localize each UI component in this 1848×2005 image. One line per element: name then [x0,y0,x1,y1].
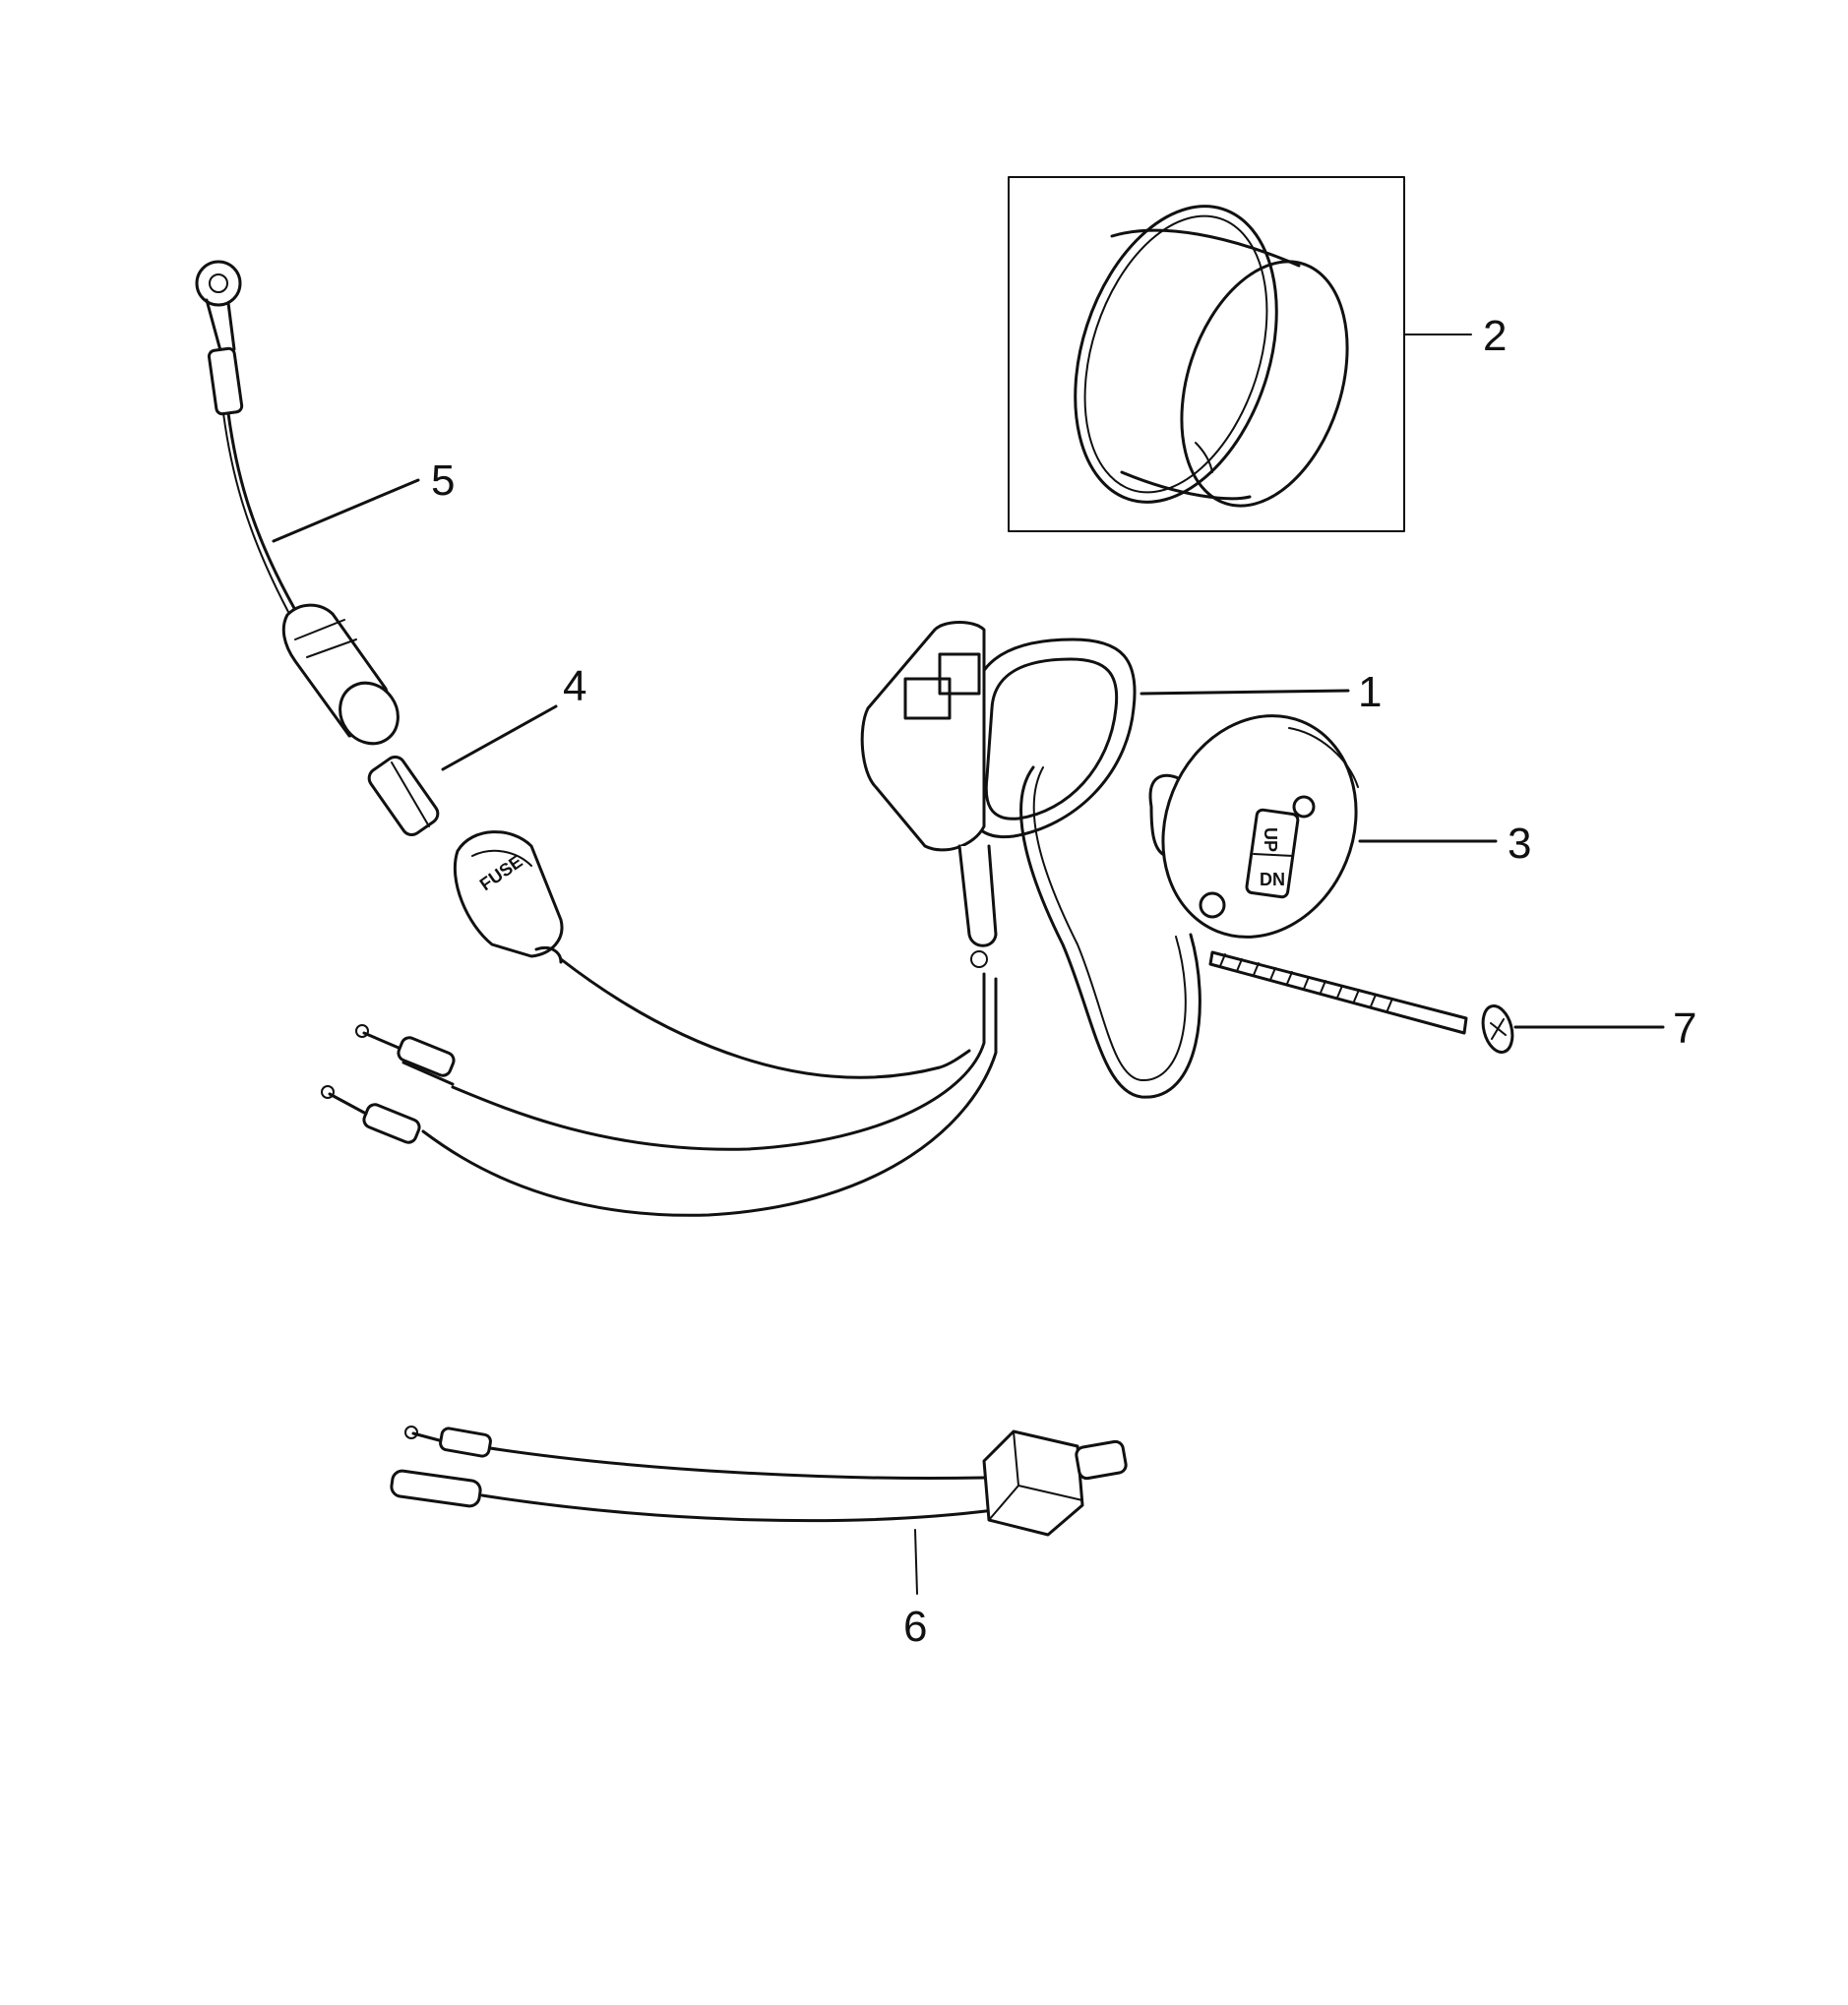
sleeve-front-opening [1180,260,1349,508]
part-7-screw: 7 [1208,950,1696,1054]
housing-oval-outer [966,638,1137,839]
terminal-upper-shank [401,1061,455,1086]
ring-terminal-neck [205,298,236,356]
callout-3: 3 [1508,820,1531,868]
sleeve-top-edge [1110,228,1301,268]
lead-connector-face [339,681,400,746]
callout-5: 5 [431,456,455,505]
plate-screw-hole-right [1292,795,1316,819]
callout-6: 6 [903,1603,927,1651]
fuse-holder-body [453,830,564,958]
part-1-switch-housing: 1 [860,621,1382,1099]
switch-plate-rim [1288,727,1359,788]
housing-window-1 [903,677,952,720]
sender-pin-upper-tip [404,1426,418,1439]
sleeve-outer-rim [1074,205,1278,504]
crimp-sleeve [207,346,244,416]
lead-wire-5b [222,412,289,613]
terminal-lower-sleeve [362,1103,421,1144]
part-6-sender-lead: 6 [390,1426,1128,1651]
sleeve-inner-rim [1083,214,1268,494]
callout-2: 2 [1483,312,1507,360]
connector-ridge-2 [306,638,357,658]
leader-1 [1140,689,1350,696]
sender-block-edge-2 [1017,1485,1083,1501]
sender-pin-upper [411,1431,445,1443]
screw-head-recess [1490,1018,1507,1040]
switch-cable-outer [1019,765,1201,1099]
sender-terminal-upper [439,1427,492,1458]
harness-wire-upper [451,972,986,1151]
sender-terminal-lower [390,1469,482,1508]
callout-4: 4 [563,662,586,710]
ring-terminal-hole [209,273,228,293]
part-4-fuse: 4 [367,662,586,836]
leader-5 [272,478,420,543]
callout-7: 7 [1673,1004,1696,1053]
inset-frame [1008,176,1405,532]
connector-ridge-1 [294,619,345,640]
rocker-label-up: UP [1261,827,1280,852]
lead-wire-5 [226,411,297,612]
sleeve-bottom-edge [1120,470,1252,501]
harness-wire-fuse [559,957,971,1079]
ring-terminal-outer [195,260,242,307]
housing-window-2 [938,652,981,696]
housing-cable-stem [957,844,998,947]
fuse-holder-band [471,849,532,867]
leader-4 [441,704,558,771]
plate-screw-hole-left [1199,891,1226,919]
sender-wire-lower [480,1493,996,1523]
terminal-lower-pin [328,1092,368,1116]
sender-connector-block [982,1429,1084,1537]
cable-break-mark [970,950,988,968]
fuse-body [367,756,440,836]
harness-wire-lower [421,977,998,1217]
rocker-divider [1253,853,1294,857]
rocker-label-dn: DN [1260,870,1285,889]
leader-6 [914,1529,918,1595]
housing-oval-inner [984,657,1119,820]
terminal-upper-pin [362,1031,400,1050]
part-5-ground-lead: 5 [195,260,455,746]
terminal-upper-tip [355,1024,369,1038]
screw-threads [1219,953,1393,1011]
terminal-upper-sleeve [397,1036,456,1077]
sender-wire-upper [488,1446,986,1481]
callout-1: 1 [1358,668,1382,716]
switch-cable-inner [1032,766,1187,1082]
fuse-holder-harness: FUSE [321,830,998,1217]
housing-block [860,621,986,852]
sender-connector-nose [1075,1439,1128,1481]
terminal-lower-tip [321,1085,335,1099]
fuse-element [391,761,430,827]
sleeve-slot [1195,442,1213,473]
part-2-mounting-sleeve: 2 [1008,176,1507,532]
part-3-trim-switch: UP DN 3 [1148,714,1531,939]
